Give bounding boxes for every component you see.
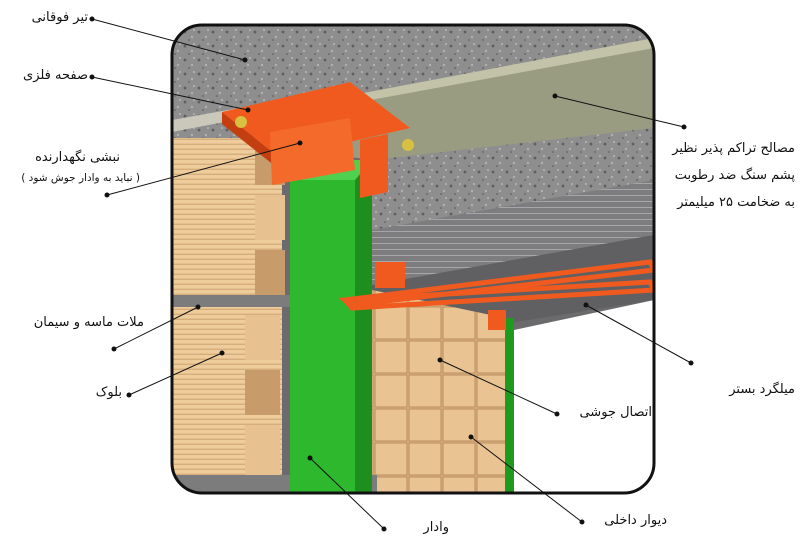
- label-mortar: ملات ماسه و سیمان: [33, 315, 144, 330]
- label-stud: وادار: [423, 520, 449, 535]
- diagram-illustration: [172, 25, 654, 493]
- label-retaining-angle-note: ( نباید به وادار جوش شود ): [21, 172, 140, 184]
- label-inner-wall: دیوار داخلی: [604, 513, 667, 528]
- label-block: بلوک: [95, 385, 122, 400]
- label-bed-mesh: میلگرد بستر: [729, 382, 795, 397]
- label-weld: اتصال جوشی: [579, 405, 652, 420]
- green-stud: [290, 180, 355, 493]
- label-compressible-2: پشم سنگ ضد رطوبت: [674, 168, 795, 183]
- label-top-beam: تیر فوقانی: [31, 10, 88, 25]
- label-compressible-3: به ضخامت ۲۵ میلیمتر: [677, 195, 795, 210]
- leader-lines: [89, 16, 694, 532]
- metal-plate: [222, 82, 410, 158]
- label-retaining-angle: نبشی نگهدارنده: [35, 150, 120, 165]
- retaining-angle: [270, 118, 355, 185]
- label-compressible-1: مصالح تراکم پذیر نظیر: [672, 141, 795, 156]
- inner-wall: [372, 290, 505, 493]
- label-metal-plate: صفحه فلزی: [23, 68, 88, 83]
